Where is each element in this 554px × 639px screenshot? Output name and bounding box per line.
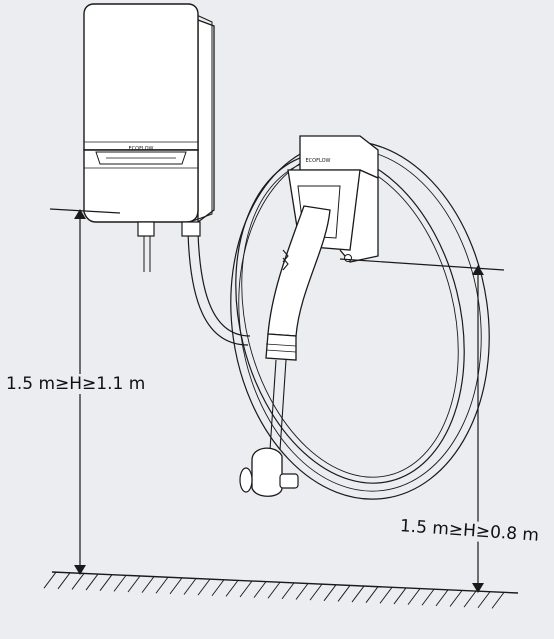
hatch-mark [127,575,141,593]
charger-height-label: 1.5 m≥H≥1.1 m [4,374,148,394]
hatch-mark [365,586,379,603]
hatch-mark [43,571,57,589]
hatch-mark [71,573,85,590]
wall-charger [83,3,215,272]
hatch-mark [407,588,421,605]
hatch-mark [393,587,407,605]
hatch-mark [169,577,183,595]
hatch-mark [141,576,155,593]
hatch-mark [183,578,197,595]
hatch-mark [225,580,239,597]
hatch-mark [197,578,211,596]
holster-logo: ECOFLOW [306,158,331,164]
hatch-mark [323,584,337,602]
hatch-mark [211,579,225,597]
hatch-mark [239,580,253,598]
hatch-mark [281,582,295,600]
hatch-mark [253,581,267,598]
ground [43,571,519,609]
hatch-mark [421,588,435,606]
hatch-mark [155,576,169,594]
hatch-mark [85,573,99,591]
hatch-mark [477,591,491,609]
hatch-mark [351,585,365,603]
hatch-mark [99,574,113,591]
hatch-mark [267,582,281,599]
hatch-mark [379,587,393,604]
hatch-mark [113,575,127,592]
hatch-mark [337,585,351,602]
hatch-mark [463,590,477,608]
hatch-mark [435,589,449,607]
hatch-mark [449,590,463,607]
hatch-mark [491,592,505,609]
charger-logo: ECOFLOW [129,146,154,152]
charging-connector [265,205,331,451]
hatch-mark [295,583,309,600]
hatch-mark [57,572,71,590]
charger-cable [187,231,251,346]
hatch-mark [309,583,323,601]
dust-cap [239,447,299,497]
